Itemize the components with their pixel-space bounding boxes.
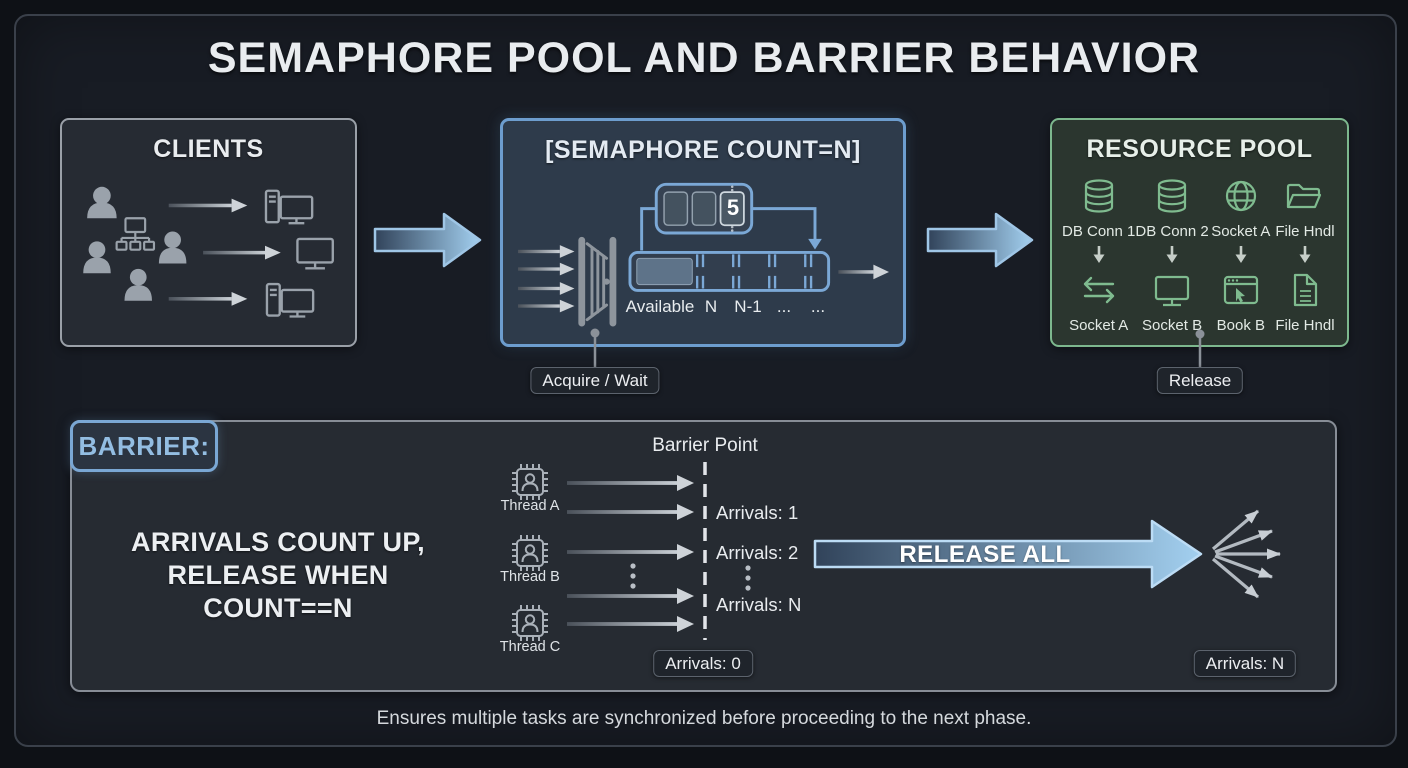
thread-label: Thread B: [500, 569, 560, 585]
database-icon: [1157, 179, 1187, 213]
resource-label: Socket A: [1211, 222, 1271, 240]
thread-label: Thread A: [500, 498, 560, 514]
page-title: SEMAPHORE POOL AND BARRIER BEHAVIOR: [207, 34, 1201, 82]
down-arrow-icon: [1299, 246, 1311, 263]
thread-chip-icon: [512, 605, 548, 641]
clients-illustration: [83, 186, 334, 318]
arrivals-start-badge: Arrivals: 0: [653, 650, 753, 677]
barrier-point-label: Barrier Point: [652, 435, 758, 456]
clients-title: CLIENTS: [153, 135, 264, 163]
footer-caption: Ensures multiple tasks are synchronized …: [376, 708, 1032, 729]
exit-arrow: [838, 264, 889, 280]
connector-arrowhead: [808, 238, 822, 250]
release-label: Release: [1156, 367, 1244, 394]
acquire-wait-label: Acquire / Wait: [530, 367, 660, 394]
resource-label: Socket A: [1069, 316, 1129, 334]
counter-value: 5: [726, 195, 740, 220]
computer-icon: [264, 189, 314, 225]
down-arrow-icon: [1166, 246, 1178, 263]
counter-connectors: [640, 207, 817, 251]
semaphore-box: [SEMAPHORE COUNT=N]: [500, 118, 906, 347]
thread-label: Thread C: [499, 639, 561, 655]
arrival-step: Arrivals: N: [716, 594, 802, 615]
queue-label-ellipsis-2: ...: [810, 297, 826, 316]
computer-icon: [265, 282, 315, 318]
resource-label: File Hndl: [1275, 222, 1335, 240]
queue-label-n1: N-1: [734, 297, 762, 316]
resource-pool-box: RESOURCE POOL: [1050, 118, 1349, 347]
barrier-tag: BARRIER:: [70, 420, 218, 472]
folder-open-icon: [1286, 183, 1322, 209]
thread-chip-icon: [512, 464, 548, 500]
queue-label-n: N: [704, 297, 718, 316]
release-all-label: RELEASE ALL: [899, 541, 1071, 568]
resource-label: Book B: [1216, 316, 1265, 334]
gate-icon: [578, 236, 617, 327]
queue-label-available: Available: [625, 297, 695, 316]
arrival-step: Arrivals: 2: [716, 542, 799, 563]
resource-label: DB Conn 2: [1135, 222, 1209, 240]
down-arrow-icon: [1235, 246, 1247, 263]
monitor-icon: [1154, 275, 1190, 307]
down-arrow-icon: [1093, 246, 1105, 263]
monitor-icon: [296, 237, 334, 270]
resource-label: DB Conn 1: [1062, 222, 1136, 240]
network-icon: [115, 217, 156, 251]
semaphore-title: [SEMAPHORE COUNT=N]: [545, 136, 861, 164]
browser-cursor-icon: [1223, 275, 1258, 305]
incoming-arrows: [517, 245, 575, 313]
resource-label: File Hndl: [1275, 316, 1335, 334]
barrier-description: ARRIVALS COUNT UP, RELEASE WHEN COUNT==N: [108, 526, 448, 625]
resource-grid: DB Conn 1 DB Conn 2 Socket A File Hndl: [1062, 172, 1337, 336]
resource-pool-title: RESOURCE POOL: [1086, 135, 1313, 163]
thread-chip-icon: [512, 535, 548, 571]
slot-queue: [628, 251, 831, 292]
barrier-description-line1: ARRIVALS COUNT UP,: [131, 527, 425, 557]
database-icon: [1084, 179, 1113, 213]
exchange-arrows-icon: [1083, 276, 1114, 304]
resource-label: Socket B: [1142, 316, 1203, 334]
arrival-step: Arrivals: 1: [716, 502, 799, 523]
globe-icon: [1225, 180, 1256, 212]
person-icon: [83, 186, 187, 301]
barrier-description-line2: RELEASE WHEN COUNT==N: [167, 560, 389, 623]
clients-box: CLIENTS: [60, 118, 357, 347]
client-arrows: [168, 198, 281, 306]
document-icon: [1293, 273, 1318, 307]
semaphore-counter: [654, 182, 754, 235]
queue-label-ellipsis-1: ...: [776, 297, 792, 316]
arrivals-end-badge: Arrivals: N: [1193, 650, 1297, 677]
semaphore-illustration: [517, 182, 889, 327]
